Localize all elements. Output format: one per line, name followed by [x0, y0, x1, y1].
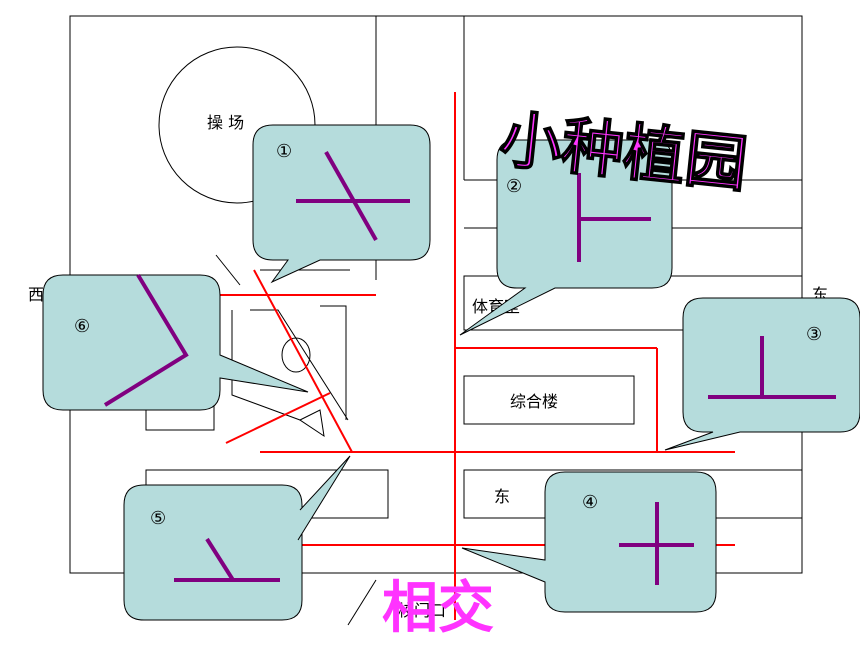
callout-2-bubble	[459, 139, 673, 336]
callout-5: ⑤	[123, 455, 351, 621]
callout-1-bubble	[252, 124, 431, 284]
small-round-plot	[281, 337, 311, 373]
callout-3: ③	[664, 297, 860, 451]
path-outline-b	[250, 309, 349, 421]
playground-label: 操 场	[207, 113, 244, 132]
map-labels: 操 场 西 东 体育室 综合楼 东 校门口	[28, 113, 828, 620]
callouts: ① ② ③ ④ ⑤	[42, 124, 860, 621]
gate-label: 校门口	[398, 601, 446, 620]
intersect-title: 相交	[382, 576, 494, 641]
callout-6-angle-stroke	[103, 273, 189, 407]
small-triangle-plot	[299, 409, 325, 438]
callout-5-slanted-stroke	[205, 537, 235, 582]
callout-5-bubble	[123, 484, 303, 621]
callout-4-bubble	[461, 471, 717, 613]
callout-6-bubble	[42, 274, 309, 411]
callout-5-number: ⑤	[150, 508, 166, 529]
callout-4: ④	[461, 471, 717, 613]
east-building-label: 东	[494, 487, 510, 506]
callout-6-number: ⑥	[74, 316, 90, 337]
callout-1-slanted-stroke	[324, 151, 378, 241]
callout-4-number: ④	[582, 492, 598, 513]
callout-1-number: ①	[276, 141, 292, 162]
road-diagonal-branch	[225, 392, 331, 444]
callout-2-number: ②	[506, 176, 522, 197]
gate-line-1	[215, 254, 241, 286]
west-label: 西	[28, 285, 44, 304]
callout-1: ①	[252, 124, 431, 284]
complex-building-label: 综合楼	[510, 392, 558, 411]
callout-3-number: ③	[806, 324, 822, 345]
gate-line-3	[347, 579, 377, 626]
callout-6: ⑥	[42, 273, 309, 411]
complex-building	[463, 375, 635, 425]
callout-2: ②	[459, 139, 673, 336]
path-outline-c	[320, 305, 347, 420]
road-diagonal	[253, 269, 353, 453]
callout-5-pointer	[297, 455, 351, 541]
path-outline-a	[231, 310, 301, 421]
